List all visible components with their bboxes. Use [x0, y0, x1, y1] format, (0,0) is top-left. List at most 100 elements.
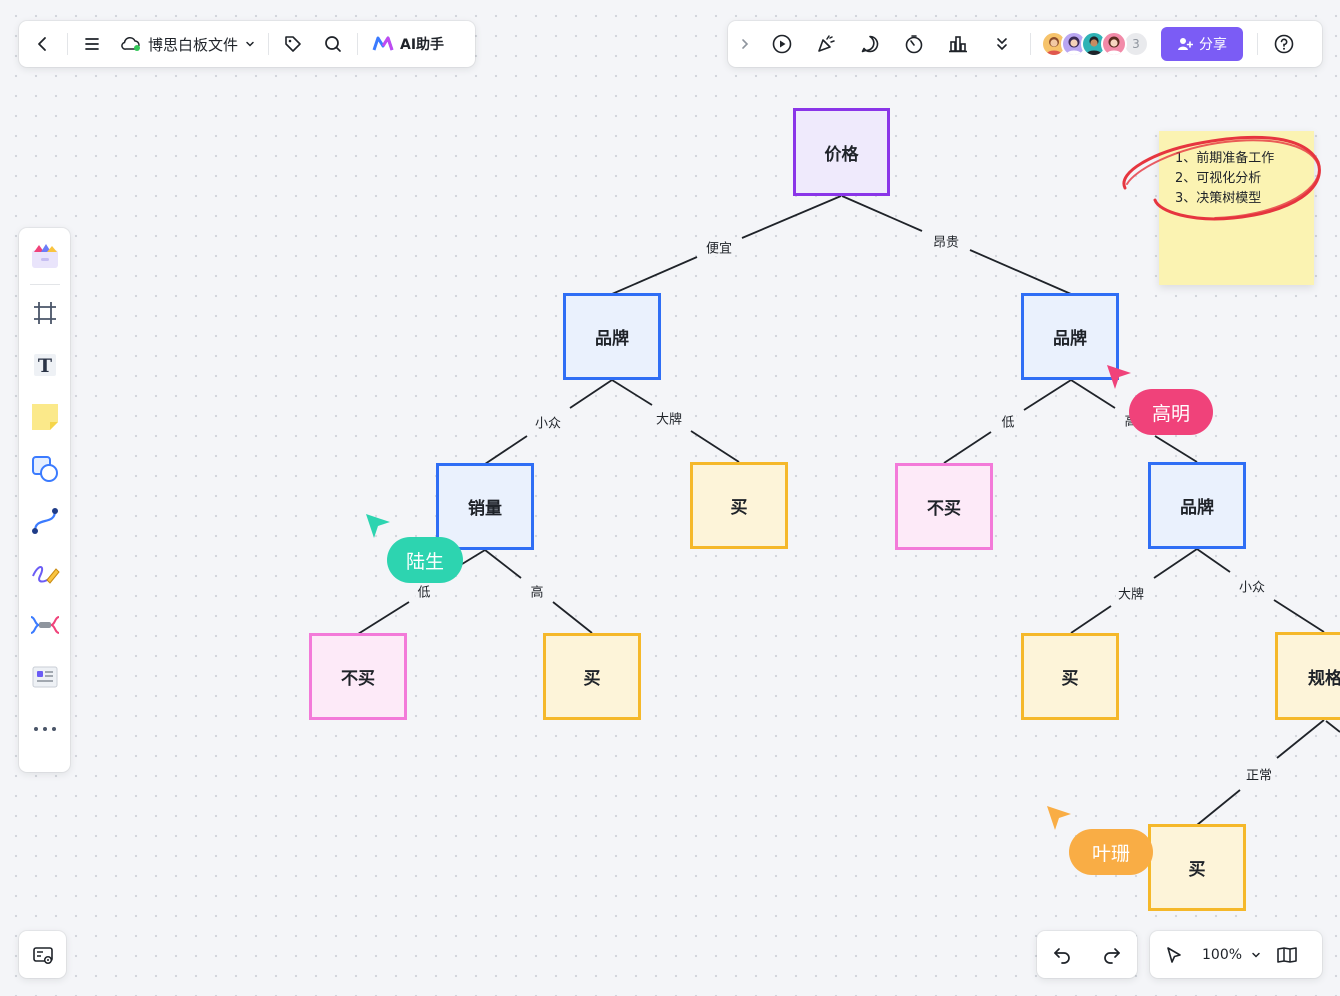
pen-icon	[31, 566, 60, 584]
redo-icon	[1104, 947, 1120, 964]
text-tool-button[interactable]: T	[20, 339, 70, 391]
template-library-button[interactable]	[20, 230, 70, 282]
pen-tool-button[interactable]	[20, 547, 70, 599]
node-buy[interactable]: 买	[1148, 824, 1246, 911]
node-buy[interactable]: 买	[543, 633, 641, 720]
vote-button[interactable]	[936, 24, 980, 64]
undo-icon	[1054, 947, 1070, 964]
cursor-pointer-icon	[366, 514, 390, 538]
minimap-button[interactable]	[19, 931, 66, 978]
collapse-toolbar-button[interactable]	[730, 24, 760, 64]
back-button[interactable]	[23, 24, 63, 64]
svg-text:T: T	[37, 355, 51, 377]
comment-button[interactable]	[848, 24, 892, 64]
tag-icon	[285, 36, 301, 52]
node-price[interactable]: 价格	[793, 108, 890, 196]
zoom-level: 100%	[1202, 946, 1243, 963]
node-buy[interactable]: 买	[690, 462, 788, 549]
guide-book-button[interactable]	[1270, 935, 1304, 975]
undo-button[interactable]	[1042, 935, 1082, 975]
edge-label-niche: 小众	[532, 412, 564, 432]
cloud-saved-icon	[121, 36, 140, 51]
collaborator-avatars[interactable]: 3	[1041, 31, 1149, 57]
edge-label-bigbrand: 大牌	[1115, 583, 1147, 603]
redo-button[interactable]	[1092, 935, 1132, 975]
book-icon	[1277, 946, 1297, 963]
connector-tool-button[interactable]	[20, 495, 70, 547]
tag-button[interactable]	[273, 24, 313, 64]
node-brand-sub[interactable]: 品牌	[1148, 462, 1246, 549]
frame-tool-button[interactable]	[20, 287, 70, 339]
share-button[interactable]: 分享	[1161, 27, 1243, 61]
edge-label-low: 低	[999, 411, 1017, 431]
search-button[interactable]	[313, 24, 353, 64]
node-sales[interactable]: 销量	[436, 463, 534, 550]
party-popper-icon	[818, 35, 835, 52]
zoom-controls: 100%	[1150, 931, 1322, 978]
sticky-line: 1、前期准备工作	[1175, 151, 1275, 166]
node-buy[interactable]: 买	[1021, 633, 1119, 720]
sticky-note-tool-button[interactable]	[20, 391, 70, 443]
divider	[29, 284, 60, 285]
mind-map-icon	[30, 616, 59, 634]
edge-label-expensive: 昂贵	[930, 231, 962, 251]
edge-label-low: 低	[415, 581, 433, 601]
ai-assistant-button[interactable]: AI助手	[362, 34, 454, 54]
edge-label-niche: 小众	[1236, 576, 1268, 596]
cursor-pointer-icon	[1047, 806, 1071, 830]
cursor-pointer-icon	[1107, 365, 1131, 389]
mind-map-tool-button[interactable]	[20, 599, 70, 651]
edge-label-cheap: 便宜	[703, 237, 735, 257]
help-button[interactable]	[1262, 24, 1306, 64]
file-title-dropdown[interactable]: 博思白板文件	[112, 34, 264, 55]
shape-tool-button[interactable]	[20, 443, 70, 495]
widget-card-icon	[32, 666, 57, 688]
celebrate-button[interactable]	[804, 24, 848, 64]
node-brand-left[interactable]: 品牌	[563, 293, 661, 380]
divider	[67, 33, 68, 55]
share-label: 分享	[1199, 37, 1227, 53]
divider	[1257, 33, 1258, 55]
sticky-note-icon	[31, 404, 58, 430]
node-no-buy[interactable]: 不买	[895, 463, 993, 550]
timer-button[interactable]	[892, 24, 936, 64]
add-user-icon	[1178, 38, 1193, 50]
present-button[interactable]	[760, 24, 804, 64]
template-library-icon	[31, 244, 58, 268]
help-icon	[1274, 34, 1294, 54]
sticky-note[interactable]: 1、前期准备工作 2、可视化分析 3、决策树模型	[1159, 131, 1314, 285]
frame-icon	[33, 302, 56, 324]
node-no-buy[interactable]: 不买	[309, 633, 407, 720]
divider	[1030, 33, 1031, 55]
divider	[357, 33, 359, 55]
left-toolbar: T	[19, 228, 70, 772]
double-chevron-down-icon	[997, 38, 1007, 51]
sticky-line: 3、决策树模型	[1175, 191, 1262, 206]
edge-label-bigbrand: 大牌	[653, 408, 685, 428]
more-button[interactable]	[20, 703, 70, 755]
node-spec[interactable]: 规格	[1275, 632, 1340, 720]
ai-assistant-label: AI助手	[400, 37, 445, 53]
more-dots-icon	[33, 727, 56, 731]
avatar	[1101, 31, 1127, 57]
cursor-label-lusheng: 陆生	[387, 537, 463, 583]
divider	[268, 33, 270, 55]
bar-chart-icon	[949, 36, 967, 53]
select-tool-button[interactable]	[1154, 935, 1194, 975]
search-icon	[325, 36, 341, 52]
chevron-right-icon	[742, 39, 749, 49]
node-brand-right[interactable]: 品牌	[1021, 293, 1119, 380]
menu-button[interactable]	[72, 24, 112, 64]
play-icon	[772, 34, 792, 54]
connector-icon	[31, 508, 58, 534]
more-tools-button[interactable]	[980, 24, 1024, 64]
zoom-level-dropdown[interactable]: 100%	[1194, 947, 1270, 963]
chevron-down-icon	[1252, 952, 1260, 958]
more-widgets-button[interactable]	[20, 651, 70, 703]
ai-logo-icon	[372, 36, 394, 51]
cursor-arrow-icon	[1167, 946, 1181, 963]
file-title: 博思白板文件	[148, 35, 239, 54]
edge-label-high: 高	[528, 581, 546, 601]
map-location-icon	[32, 946, 53, 964]
